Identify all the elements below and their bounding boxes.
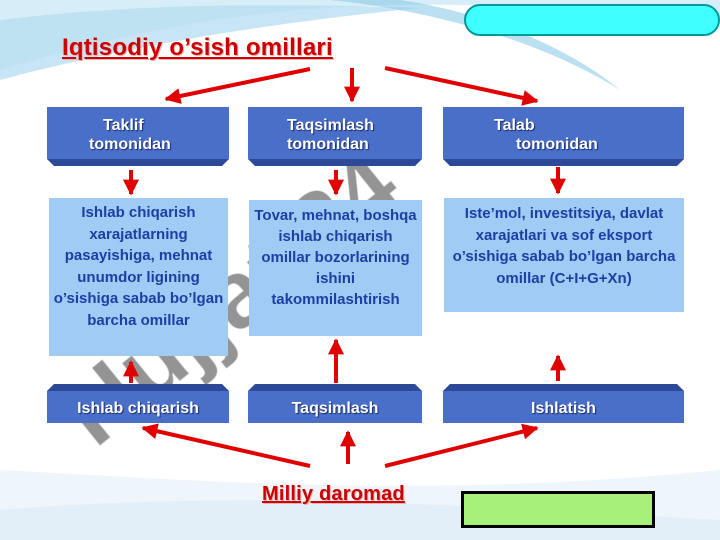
header-box-taqsimlash-line1: Taqsimlash [287, 117, 374, 134]
header-box-2-frame [248, 107, 422, 166]
bottom-box-taqsimlash-label: Taqsimlash [291, 400, 379, 417]
header-box-taklif-line1: Taklif [103, 117, 144, 134]
header-box-talab-line2: tomonidan [516, 136, 598, 153]
header-box-taqsimlash-line2: tomonidan [287, 136, 369, 153]
footer-title: Milliy daromad [262, 483, 405, 505]
arrow-title-to-talab [384, 66, 539, 106]
top-decor-box [464, 4, 720, 36]
bottom-box-3-frame [443, 384, 684, 423]
bottom-box-ishlatish-label: Ishlatish [531, 400, 596, 417]
header-box-taklif: Taklif tomonidan [47, 107, 229, 159]
bottom-box-1-frame [47, 384, 229, 423]
header-box-talab-line1: Talab [494, 117, 535, 134]
arrow-milliy-to-ishlatish [384, 423, 539, 468]
bottom-box-ishlatish: Ishlatish [443, 391, 684, 423]
bottom-box-ishlab-chiqarish: Ishlab chiqarish [47, 391, 229, 423]
description-talab: Iste’mol, investitsiya, davlat xarajatla… [444, 198, 684, 312]
header-box-1-frame [47, 107, 229, 166]
arrow-title-to-taklif [164, 67, 311, 104]
bottom-box-taqsimlash: Taqsimlash [248, 391, 422, 423]
header-box-talab: Talab tomonidan [443, 107, 684, 159]
arrow-milliy-to-ishlab [141, 423, 311, 468]
bottom-box-2-frame [248, 384, 422, 423]
header-box-3-frame [443, 107, 684, 166]
header-box-taklif-line2: tomonidan [89, 136, 171, 153]
bottom-box-ishlab-chiqarish-label: Ishlab chiqarish [77, 400, 199, 417]
description-taqsimlash: Tovar, mehnat, boshqa ishlab chiqarish o… [249, 200, 422, 336]
description-taklif: Ishlab chiqarish xarajatlarning pasayish… [49, 198, 228, 356]
header-box-taqsimlash: Taqsimlash tomonidan [248, 107, 422, 159]
diagram-title: Iqtisodiy o’sish omillari [62, 34, 333, 61]
bottom-decor-box [461, 491, 655, 528]
